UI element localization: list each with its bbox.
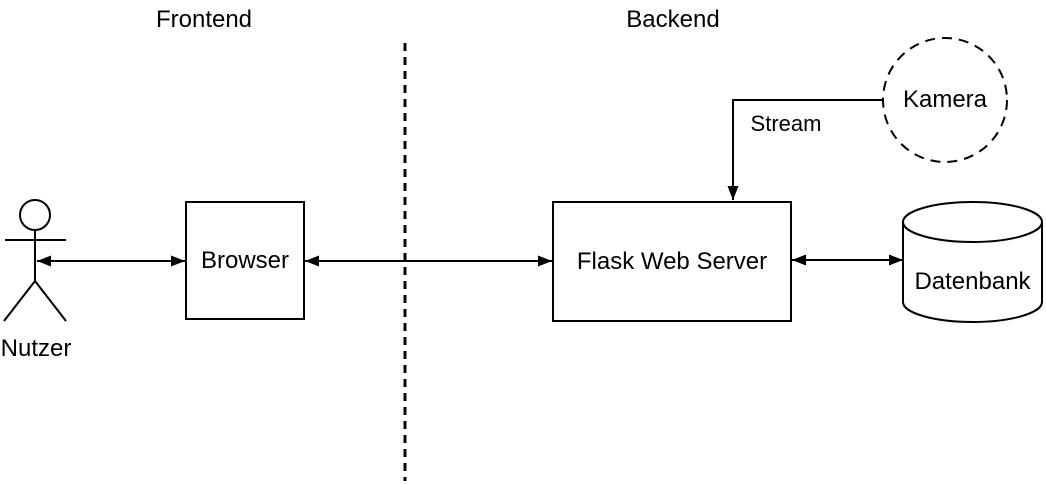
edge-kamera-flask[interactable] (727, 99, 883, 200)
node-browser[interactable]: Browser (185, 201, 305, 320)
node-browser-label: Browser (200, 246, 290, 274)
node-kamera[interactable]: Kamera (883, 38, 1007, 162)
actor-stick-figure-icon[interactable] (3, 199, 67, 322)
database-cylinder-shape[interactable] (902, 201, 1043, 323)
node-datenbank[interactable]: Datenbank (903, 247, 1042, 317)
node-flask-web-server-label: Flask Web Server (576, 247, 768, 275)
node-nutzer-label: Nutzer (0, 335, 72, 362)
region-label-frontend: Frontend (155, 6, 253, 33)
node-kamera-label: Kamera (902, 86, 988, 113)
node-datenbank-label: Datenbank (914, 268, 1031, 295)
region-label-backend: Backend (626, 6, 720, 33)
edge-stream-label: Stream (750, 111, 822, 136)
node-flask-web-server[interactable]: Flask Web Server (552, 201, 792, 322)
